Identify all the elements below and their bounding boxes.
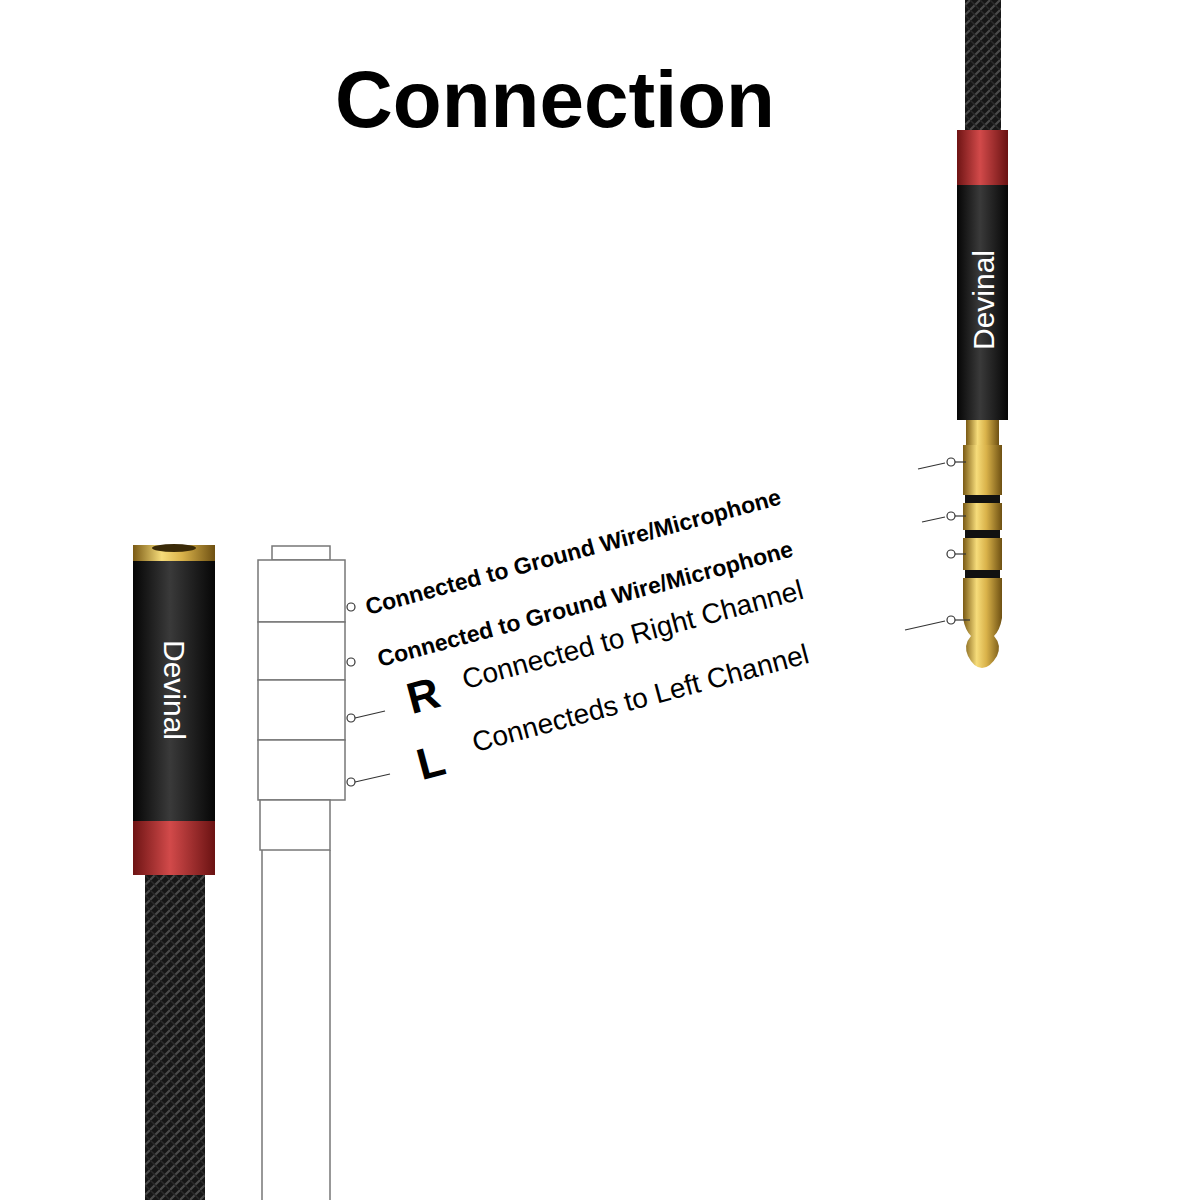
jack-housing	[133, 561, 215, 821]
channel-letter: L	[412, 736, 450, 790]
diagram-title: Connection	[335, 56, 775, 144]
jack-socket	[133, 545, 215, 561]
red-collar	[133, 821, 215, 875]
outline-neck	[260, 800, 330, 850]
outline-segment	[258, 622, 345, 680]
channel-letter: R	[402, 668, 445, 723]
plug-neck	[966, 420, 999, 445]
tip-contact	[963, 578, 1002, 668]
insulator-ring	[965, 530, 1000, 538]
braided-cable	[145, 870, 205, 1200]
ring-contact	[963, 538, 1002, 570]
contact-dot	[947, 550, 955, 558]
brand-logo: Devinal	[967, 250, 1000, 350]
contact-dot	[347, 714, 355, 722]
contact-dot	[347, 658, 355, 666]
contact-dot	[347, 603, 355, 611]
leader-line	[922, 517, 945, 522]
leader-line	[905, 621, 945, 630]
braided-cable	[965, 0, 1001, 135]
contact-dot	[947, 512, 955, 520]
contact-dot	[347, 778, 355, 786]
insulator-ring	[965, 570, 1000, 578]
sleeve-contact	[963, 445, 1002, 495]
contact-dot	[947, 616, 955, 624]
ring-contact	[963, 503, 1002, 530]
leader-lines	[347, 458, 970, 786]
outline-segment	[258, 680, 345, 740]
female-jack	[133, 544, 215, 1200]
outline-cable	[262, 850, 330, 1200]
outline-segment	[258, 560, 345, 622]
socket-hole	[152, 544, 196, 552]
contact-dot	[947, 458, 955, 466]
jack-outline	[258, 546, 345, 1200]
brand-logo: Devinal	[158, 640, 191, 740]
red-collar	[957, 130, 1008, 185]
outline-segment	[258, 740, 345, 800]
leader-line	[955, 619, 970, 620]
leader-line	[355, 774, 390, 782]
insulator-ring	[965, 495, 1000, 503]
leader-line	[955, 553, 966, 554]
leader-line	[918, 463, 945, 469]
trrs-plug	[957, 0, 1008, 668]
leader-line	[355, 711, 385, 718]
outline-socket	[272, 546, 330, 560]
leader-line	[955, 461, 966, 462]
leader-line	[955, 515, 966, 516]
plug-housing	[957, 185, 1008, 420]
